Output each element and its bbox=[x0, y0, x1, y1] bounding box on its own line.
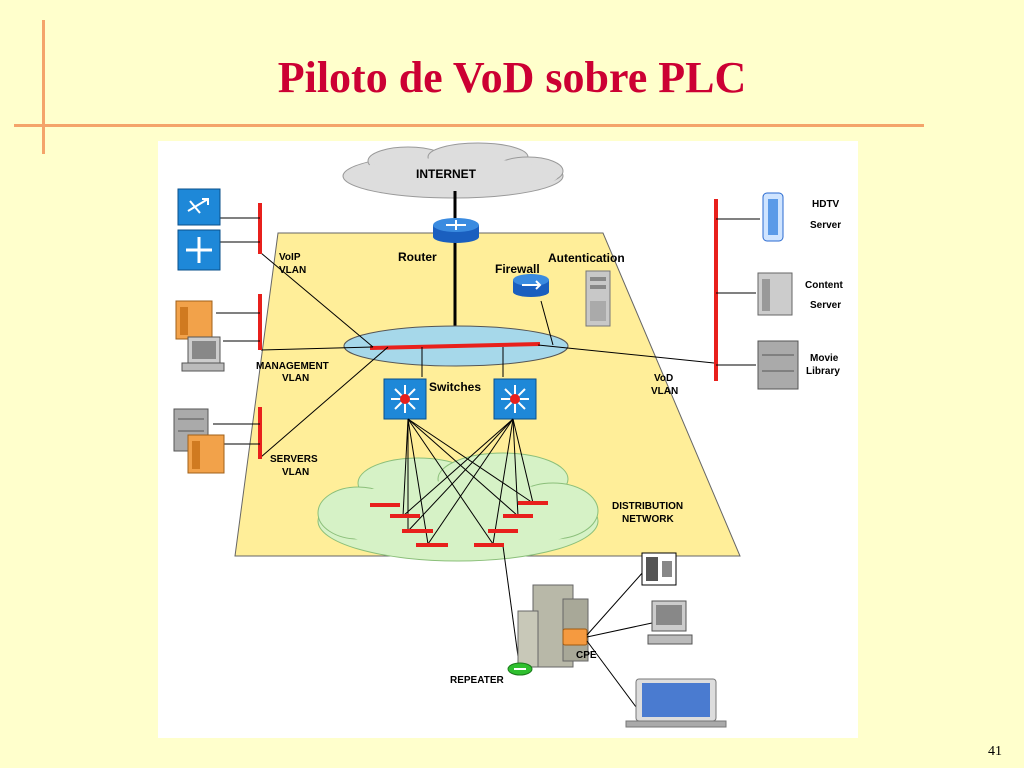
vertical-rule bbox=[42, 20, 45, 154]
phone-icon bbox=[641, 552, 677, 586]
servers-vlan-label-1: SERVERS bbox=[270, 454, 318, 465]
internet-cloud bbox=[342, 142, 564, 199]
building-icon bbox=[517, 584, 589, 668]
management-vlan-label-2: VLAN bbox=[282, 373, 309, 384]
cpe-icon bbox=[562, 628, 588, 646]
vod-vlan-label-2: VLAN bbox=[651, 386, 678, 397]
vod-vlan-label-1: VoD bbox=[654, 373, 673, 384]
distribution-bars bbox=[370, 501, 548, 547]
connections bbox=[260, 252, 715, 458]
management-vlan-label-1: MANAGEMENT bbox=[256, 361, 329, 372]
voip-vlan-label-2: VLAN bbox=[279, 265, 306, 276]
slide-title: Piloto de VoD sobre PLC bbox=[277, 53, 747, 102]
content-server-label-1: Content bbox=[805, 280, 843, 291]
cpe-label: CPE bbox=[576, 650, 597, 661]
repeater-icon bbox=[507, 662, 533, 676]
servers-vlan-bar bbox=[213, 407, 262, 459]
router-icon bbox=[433, 218, 479, 243]
servers-server-icon bbox=[187, 434, 225, 474]
movie-library-icon bbox=[757, 340, 799, 390]
repeater-label: REPEATER bbox=[450, 675, 504, 686]
movie-library-label-2: Library bbox=[806, 366, 840, 377]
distribution-label-1: DISTRIBUTION bbox=[612, 501, 683, 512]
firewall-icon bbox=[513, 274, 549, 297]
router-label: Router bbox=[398, 250, 437, 264]
voip-switch-icon bbox=[177, 188, 221, 226]
firewall-label: Firewall bbox=[495, 262, 540, 276]
switch-left-icon bbox=[383, 378, 427, 420]
distribution-cloud-fill bbox=[323, 481, 593, 551]
laptop-icon bbox=[625, 678, 727, 728]
vod-vlan-bar bbox=[714, 199, 760, 381]
management-server-icon bbox=[175, 300, 213, 340]
content-server-label-2: Server bbox=[810, 300, 841, 311]
voip-vlan-bar bbox=[218, 203, 262, 254]
auth-server-icon bbox=[585, 270, 611, 327]
autentication-label: Autentication bbox=[548, 251, 625, 265]
switch-right-icon bbox=[493, 378, 537, 420]
network-diagram: INTERNET Router Firewall Autentication bbox=[158, 141, 858, 738]
content-server-icon bbox=[757, 272, 793, 316]
hdtv-server-icon bbox=[762, 192, 784, 242]
internet-label: INTERNET bbox=[416, 167, 477, 181]
core-bar bbox=[369, 342, 541, 350]
hdtv-server-label-2: Server bbox=[810, 220, 841, 231]
horizontal-rule bbox=[14, 124, 924, 127]
management-vlan-bar bbox=[216, 294, 262, 350]
servers-vlan-label-2: VLAN bbox=[282, 467, 309, 478]
hdtv-server-label-1: HDTV bbox=[812, 199, 840, 210]
cpe-links bbox=[586, 570, 653, 708]
page-number: 41 bbox=[988, 744, 1002, 759]
management-pc-icon bbox=[181, 336, 225, 372]
desktop-pc-icon bbox=[647, 600, 693, 645]
movie-library-label-1: Movie bbox=[810, 353, 839, 364]
voip-vlan-label-1: VoIP bbox=[279, 252, 301, 263]
mesh-lines bbox=[402, 418, 534, 672]
switches-label: Switches bbox=[429, 380, 481, 394]
distribution-label-2: NETWORK bbox=[622, 514, 674, 525]
voip-router-icon bbox=[177, 229, 221, 271]
